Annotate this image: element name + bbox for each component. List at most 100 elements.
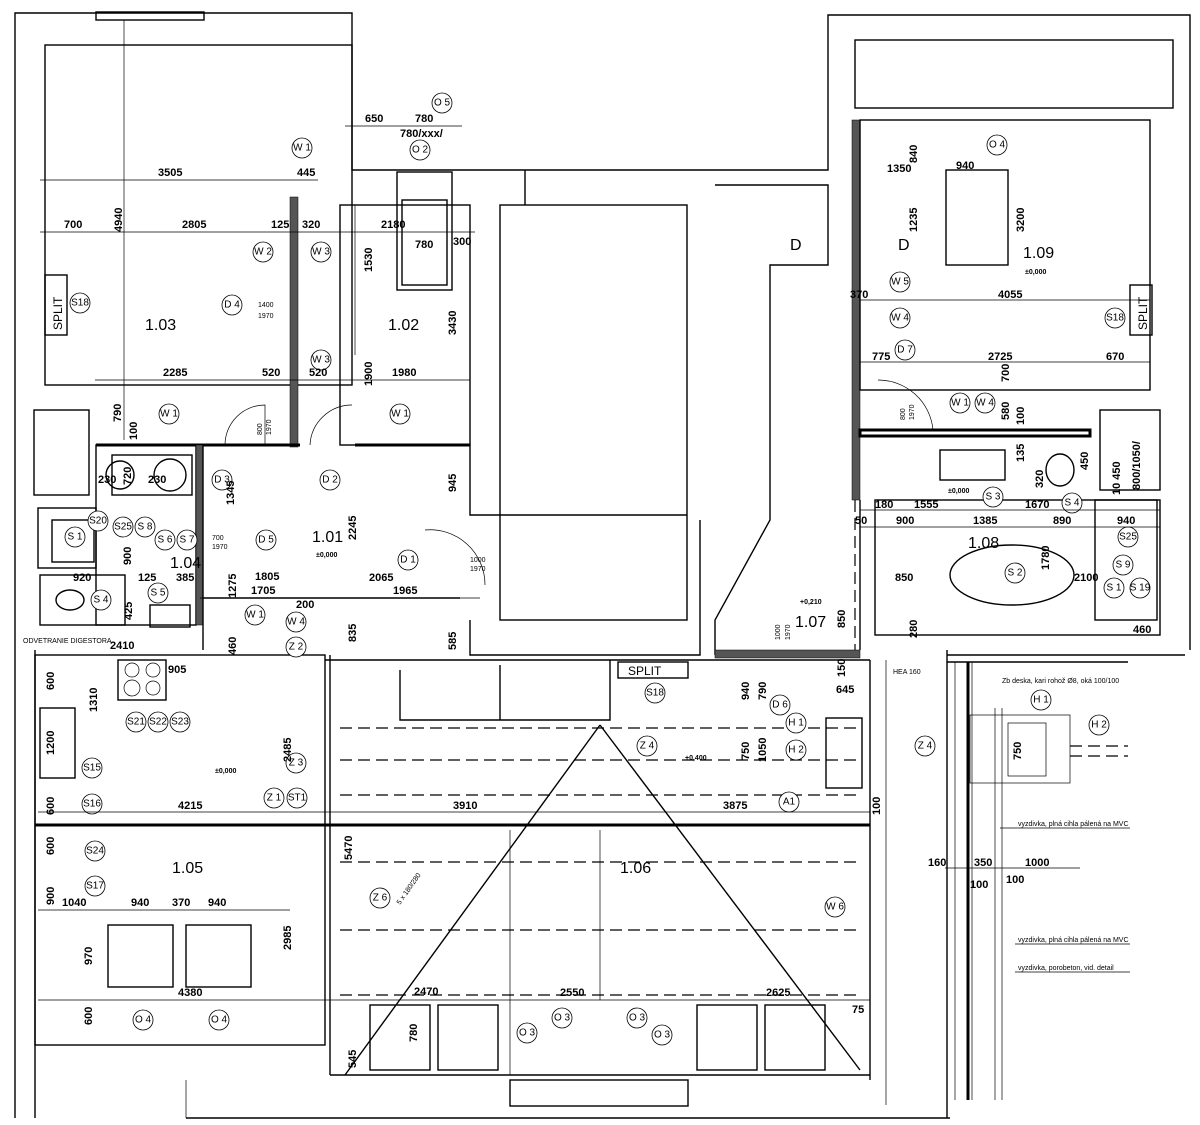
wall-section-detail — [946, 650, 1185, 1118]
tag-circle — [1103, 577, 1125, 599]
door-height: 1970 — [266, 419, 273, 435]
room-1-01: 1.01 — [312, 529, 343, 546]
tag-circle — [651, 1024, 673, 1046]
tag: W 5 — [891, 277, 909, 288]
dimension: 650 — [365, 113, 383, 125]
dimension: 940 — [208, 897, 226, 909]
level-mark: +0,210 — [800, 599, 822, 606]
dimension: 280 — [908, 620, 920, 638]
dimension: 850 — [836, 610, 848, 628]
door-width: 800 — [900, 408, 907, 420]
tag: D 3 — [214, 475, 230, 486]
dimension: 1200 — [45, 731, 57, 755]
room-1-02-walls — [339, 171, 471, 446]
tag-circle — [1129, 577, 1151, 599]
dimension: 100 — [1006, 874, 1024, 886]
dimension: 2805 — [182, 219, 206, 231]
dimension: 135 — [1015, 444, 1027, 462]
stair-core — [469, 170, 829, 656]
level-mark: ±0,000 — [1025, 269, 1046, 276]
tag-circle — [81, 757, 103, 779]
tag-circle — [87, 510, 109, 532]
dimension: 4055 — [998, 289, 1022, 301]
tag: O 3 — [554, 1013, 571, 1024]
dimension: 585 — [447, 632, 459, 650]
dimension: 100 — [970, 879, 988, 891]
tag: S25 — [1119, 532, 1137, 543]
tag-circle — [310, 349, 332, 371]
split-units: SPLIT SPLIT SPLIT — [51, 296, 1150, 679]
dimension: 320 — [302, 219, 320, 231]
dimension: 1530 — [363, 248, 375, 272]
tag-circle — [154, 529, 176, 551]
dimension: 940 — [740, 682, 752, 700]
tag: D 1 — [400, 555, 416, 566]
dimension: 545 — [347, 1050, 359, 1068]
dimension: 425 — [123, 602, 135, 620]
tag-circle — [211, 469, 233, 491]
tag-circle — [134, 516, 156, 538]
tag-circle — [389, 403, 411, 425]
dimension: 780 — [408, 1024, 420, 1042]
room-1-08: 1.08 — [968, 535, 999, 552]
dimension: 1350 — [887, 163, 911, 175]
dimension: 720 — [122, 467, 134, 485]
dimension: 2625 — [766, 987, 790, 999]
dimension: 460 — [227, 637, 239, 655]
tag-circle — [132, 1009, 154, 1031]
tag-circle — [263, 787, 285, 809]
tag-circle — [636, 735, 658, 757]
tag-circle — [409, 139, 431, 161]
dimension: 385 — [176, 572, 194, 584]
tag-circle — [785, 739, 807, 761]
dimension: 600 — [45, 672, 57, 690]
room-1-09: 1.09 — [1023, 245, 1054, 262]
tag: Z 1 — [267, 793, 282, 804]
room-labels: 1.03 1.02 1.01 1.04 1.05 1.06 1.07 1.08 … — [145, 237, 1054, 877]
dimension: 125 — [271, 219, 289, 231]
tag-circle — [285, 752, 307, 774]
dimension: 125 — [138, 572, 156, 584]
tag-circle — [81, 793, 103, 815]
tag: S 4 — [93, 595, 108, 606]
dimension: 1050 — [757, 738, 769, 762]
tag: H 1 — [788, 718, 804, 729]
dimension: 1705 — [251, 585, 275, 597]
dimension: 1040 — [62, 897, 86, 909]
dimension: 3200 — [1015, 208, 1027, 232]
tag: W 4 — [976, 398, 994, 409]
tag: O 4 — [989, 140, 1006, 151]
note-slab: Zb deska, kari rohož Ø8, oká 100/100 — [1002, 678, 1119, 685]
tag: S 3 — [985, 492, 1000, 503]
dimension: 2245 — [347, 516, 359, 540]
tag-circle — [90, 589, 112, 611]
dimension: 940 — [1117, 515, 1135, 527]
tag: S25 — [114, 522, 132, 533]
dimension: 750 — [1012, 742, 1024, 760]
dimension: 3430 — [447, 311, 459, 335]
dimension: 75 — [852, 1004, 864, 1016]
tag-circle — [255, 529, 277, 551]
dimension: 800/1050/ — [1131, 441, 1143, 490]
tag-circle — [914, 735, 936, 757]
tag-circle — [252, 241, 274, 263]
tag: W 2 — [254, 247, 272, 258]
dimension: 460 — [1133, 624, 1151, 636]
dimension: 905 — [168, 664, 186, 676]
dimension: 2065 — [369, 572, 393, 584]
dimension: 835 — [347, 624, 359, 642]
dimension: 180 — [875, 499, 893, 511]
tag-circle — [84, 875, 106, 897]
tag-circle — [369, 887, 391, 909]
tag-circle — [158, 403, 180, 425]
dimension: 230 — [98, 474, 116, 486]
dimension: 2985 — [282, 926, 294, 950]
tag: O 3 — [654, 1030, 671, 1041]
tag-circle — [112, 516, 134, 538]
room-1-07-1-09-1-08-walls — [714, 119, 1161, 659]
tag: Z 2 — [289, 642, 304, 653]
tag: O 4 — [135, 1015, 152, 1026]
door-width: 1000 — [470, 557, 486, 564]
tag: A1 — [783, 797, 796, 808]
